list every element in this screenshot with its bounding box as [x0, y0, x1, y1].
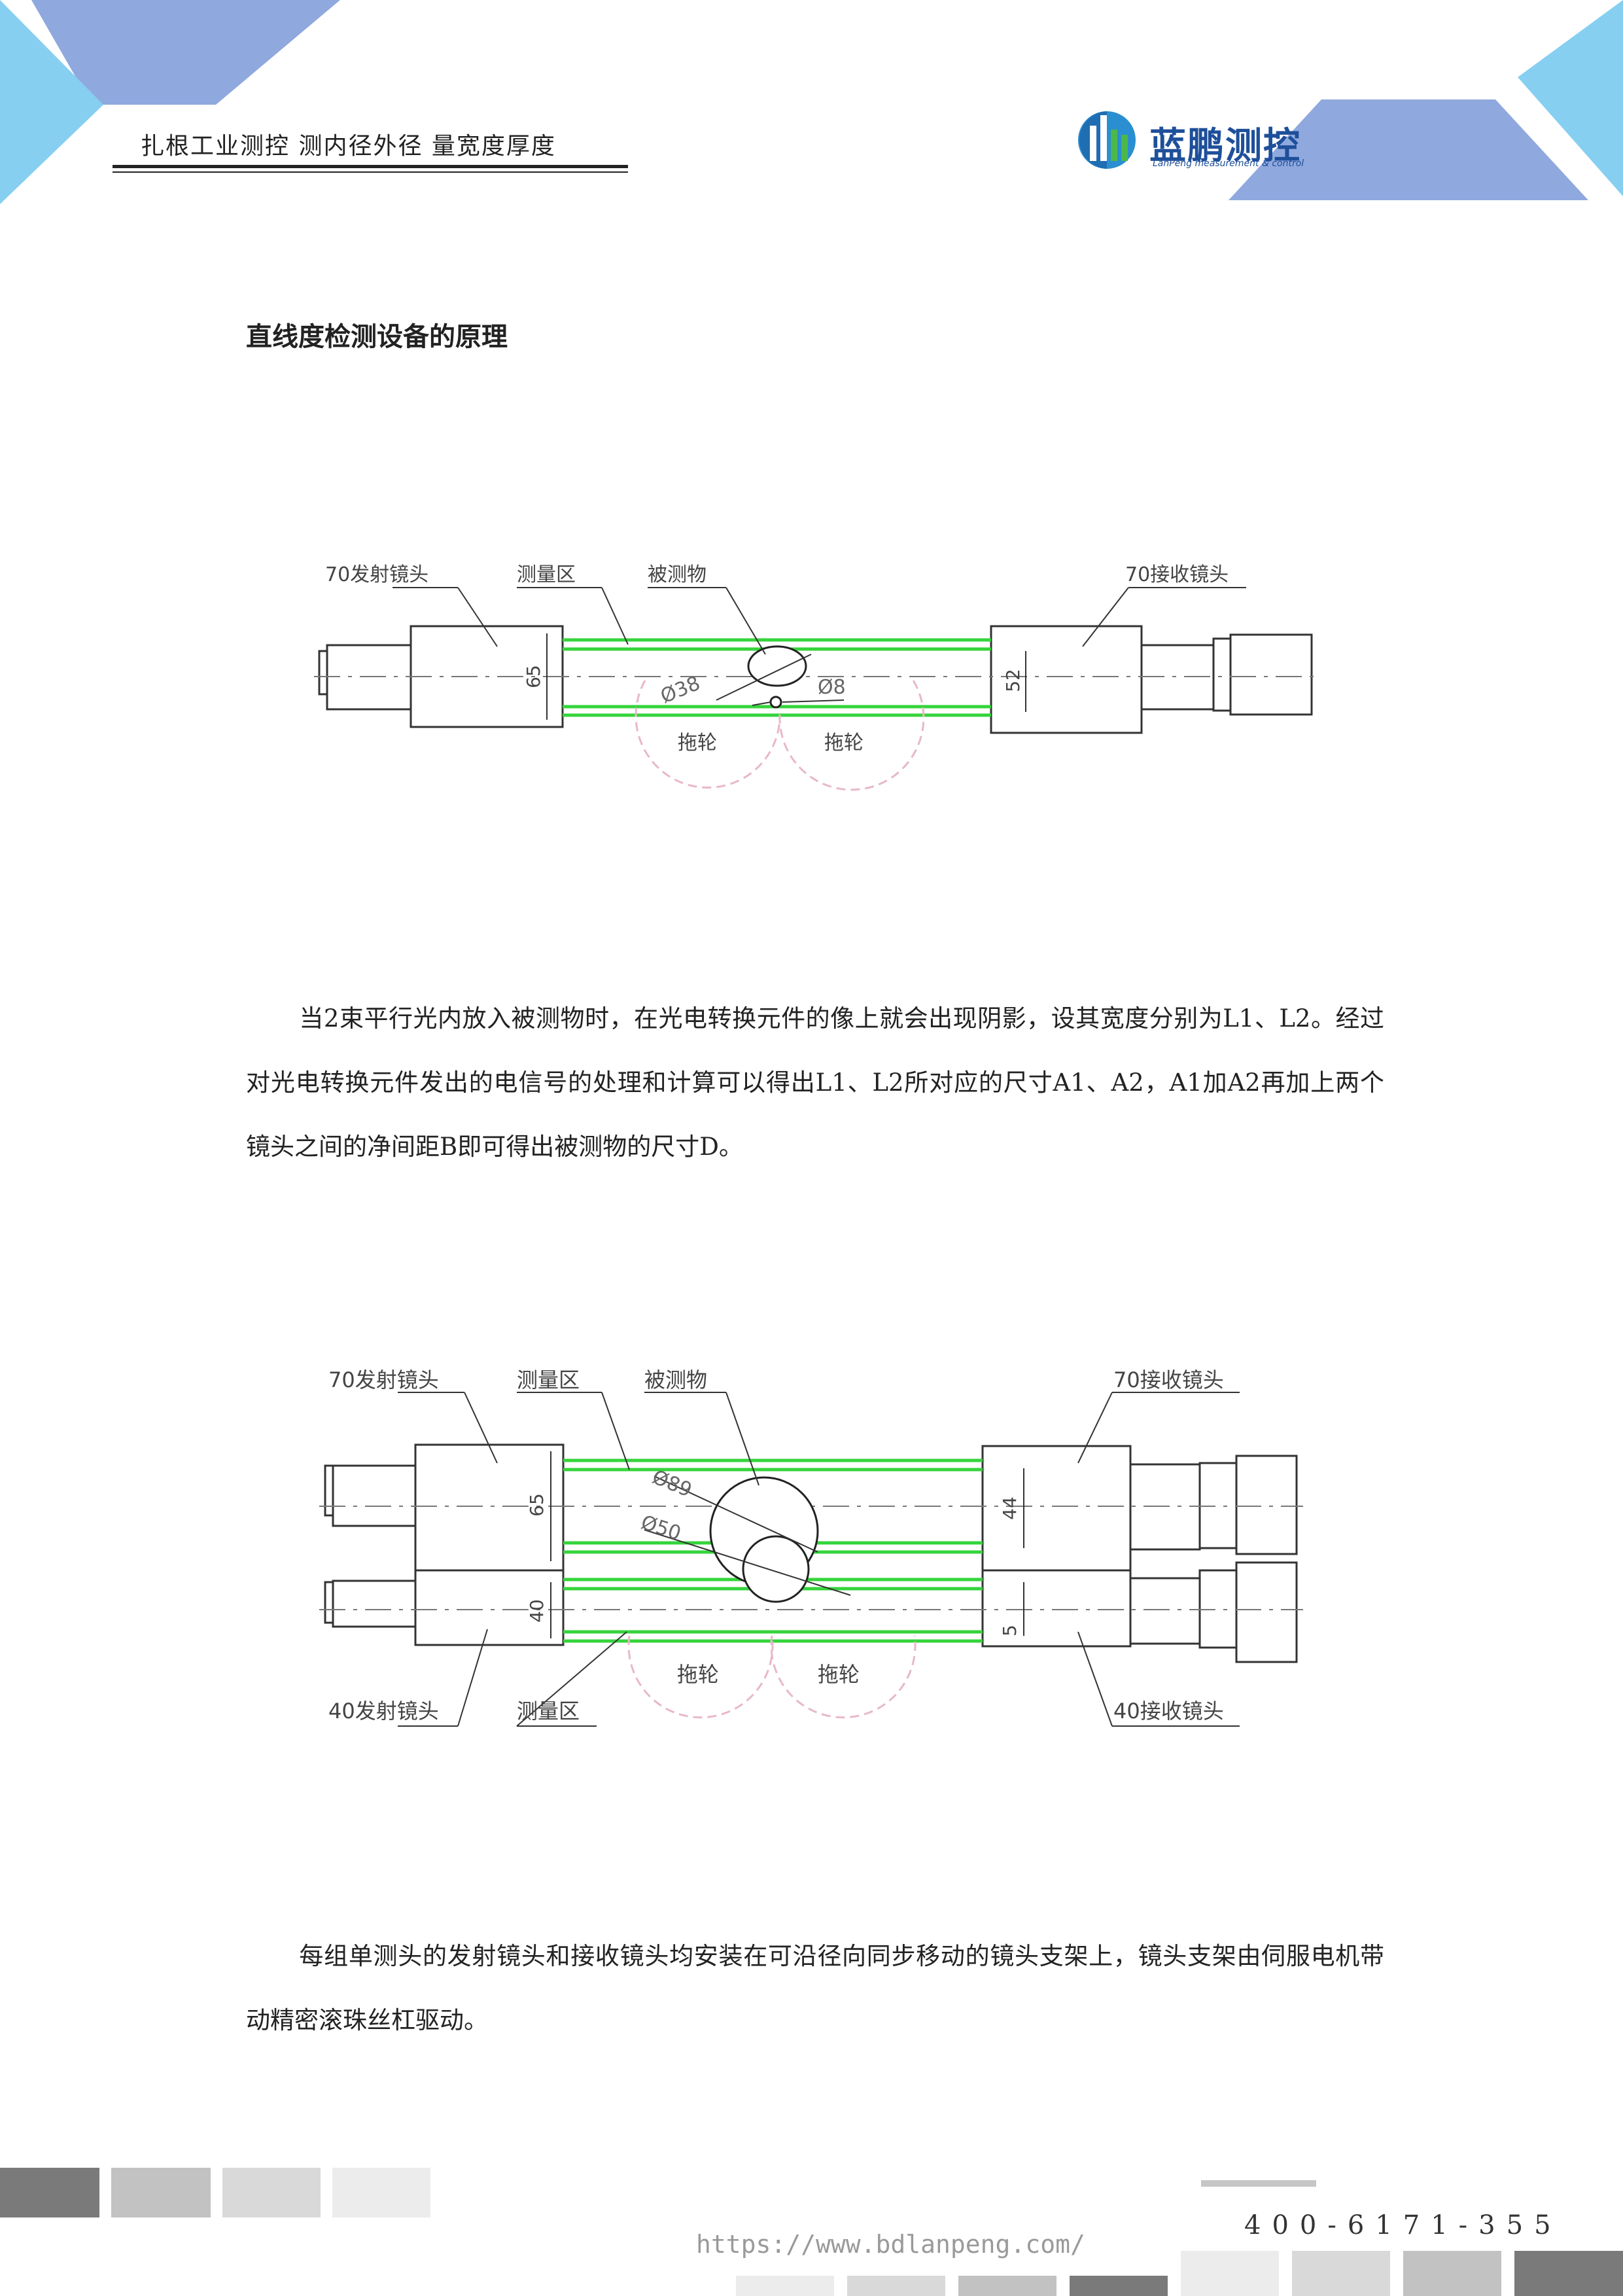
fig2-label-receiver-top: 70接收镜头: [1113, 1368, 1224, 1392]
brand-tagline: LanPeng measurement & control: [1153, 158, 1304, 169]
footer-block-9: [1181, 2251, 1279, 2296]
footer-block-6: [847, 2276, 945, 2296]
header-triangle-left: [0, 0, 103, 204]
footer-website-link[interactable]: https://www.bdlanpeng.com/: [696, 2230, 1085, 2259]
footer-block-7: [958, 2276, 1056, 2296]
fig2-dim-recv-bottom-height: 5: [999, 1625, 1021, 1636]
fig2-dim-emit-bottom-height: 40: [526, 1599, 548, 1623]
fig1-label-emitter: 70发射镜头: [325, 563, 428, 586]
fig2-label-receiver-bottom: 40接收镜头: [1113, 1699, 1224, 1723]
fig1-dim-dia-small: Ø8: [818, 676, 846, 699]
fig2-label-roller-left: 拖轮: [677, 1662, 719, 1687]
fig1-label-roller-left: 拖轮: [678, 732, 717, 754]
header-rule: [113, 165, 628, 168]
footer-rule: [1201, 2180, 1316, 2187]
emitter-70-tube: [332, 1464, 417, 1527]
footer-block-2: [111, 2168, 211, 2217]
paragraph-1: 当2束平行光内放入被测物时，在光电转换元件的像上就会出现阴影，设其宽度分别为L1…: [246, 1004, 1384, 1161]
header-triangle-right: [1518, 0, 1623, 196]
emitter-40-tube: [332, 1580, 417, 1628]
footer-block-8: [1070, 2276, 1168, 2296]
brand-name: 蓝鹏测控: [1149, 125, 1301, 168]
fig1-dim-emit-height: 65: [523, 665, 544, 688]
fig2-label-emitter-bottom: 40发射镜头: [328, 1699, 439, 1723]
fig2-label-zone-top: 测量区: [517, 1368, 580, 1392]
header-trapezoid-left: [31, 0, 340, 105]
footer-block-3: [222, 2168, 321, 2217]
header-trapezoid-right: [1229, 99, 1588, 200]
fig1-label-object: 被测物: [648, 563, 707, 586]
footer-phone: 400-6171-355: [1244, 2210, 1562, 2240]
footer-block-11: [1403, 2251, 1501, 2296]
receiver-40-cap: [1235, 1561, 1298, 1663]
receiver-70-cap: [1235, 1455, 1298, 1555]
fig1-label-receiver: 70接收镜头: [1125, 563, 1229, 586]
fig2-dim-recv-top-height: 44: [999, 1496, 1021, 1520]
emitter-40-cap: [324, 1581, 334, 1624]
footer-block-1: [0, 2168, 99, 2217]
fig2-label-roller-right: 拖轮: [818, 1662, 860, 1687]
fig2-dim-dia-small: Ø50: [638, 1511, 684, 1545]
fig1-label-roller-right: 拖轮: [824, 732, 864, 754]
header-rule-thin: [113, 171, 628, 173]
section-title: 直线度检测设备的原理: [246, 322, 508, 352]
fig2-label-emitter-top: 70发射镜头: [328, 1368, 439, 1392]
fig2-dim-emit-top-height: 65: [526, 1493, 548, 1517]
footer-block-4: [332, 2168, 430, 2217]
emitter-40-head: [414, 1569, 565, 1646]
object-large-circle: [747, 645, 807, 687]
receiver-cap: [1229, 633, 1313, 716]
receiver-40-tube: [1129, 1577, 1201, 1645]
fig1-label-zone: 测量区: [517, 563, 576, 586]
object-small-circle: [742, 1535, 810, 1603]
fig1-dim-recv-height: 52: [1002, 669, 1024, 692]
emitter-70-cap: [324, 1464, 334, 1517]
brand-logo-icon: [1078, 111, 1136, 169]
footer-block-5: [736, 2276, 834, 2296]
fig2-label-object: 被测物: [644, 1368, 707, 1392]
footer-block-12: [1514, 2251, 1623, 2296]
header-tagline: 扎根工业测控 测内径外径 量宽度厚度: [141, 133, 556, 160]
fig2-label-zone-bottom: 测量区: [517, 1699, 580, 1723]
footer-block-10: [1292, 2251, 1390, 2296]
paragraph-2: 每组单测头的发射镜头和接收镜头均安装在可沿径向同步移动的镜头支架上，镜头支架由伺…: [246, 1942, 1384, 2034]
